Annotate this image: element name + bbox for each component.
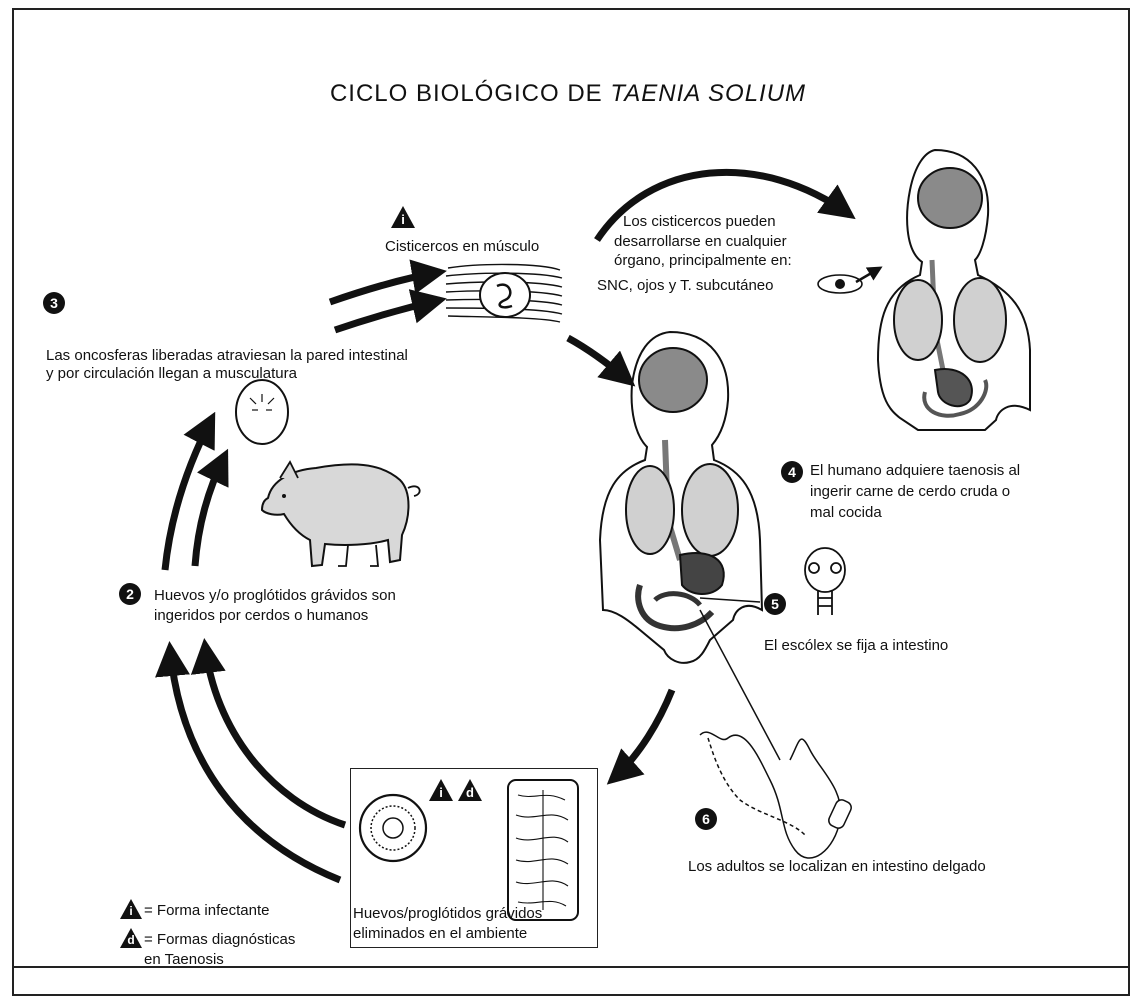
legend-infectant-letter: i xyxy=(119,904,143,918)
adult-tapeworm-icon xyxy=(700,732,853,858)
box-symbol-i: i xyxy=(428,785,454,800)
arrow-human-to-box xyxy=(612,690,672,780)
legend-infectant-symbol: i xyxy=(119,898,143,920)
step3-line1: Las oncosferas liberadas atraviesan la p… xyxy=(46,347,408,365)
step4-line1: El humano adquiere taenosis al xyxy=(810,462,1020,480)
step2-number: 2 xyxy=(119,583,141,605)
eggs-box-line2: eliminados en el ambiente xyxy=(353,925,527,943)
leader-to-adult xyxy=(700,610,780,760)
organs-note-line3: órgano, principalmente en: xyxy=(614,252,792,270)
step6-label: Los adultos se localizan en intestino de… xyxy=(688,858,986,876)
leader-to-scolex xyxy=(700,598,760,602)
eye-icon xyxy=(818,268,880,293)
scolex-icon xyxy=(805,548,845,615)
infectant-symbol-step1: i xyxy=(390,205,416,229)
box-symbol-d: d xyxy=(457,785,483,800)
step4-line2: ingerir carne de cerdo cruda o xyxy=(810,483,1010,501)
legend-diagnostic-line2: en Taenosis xyxy=(144,951,224,969)
eggs-box-line1: Huevos/proglótidos grávidos xyxy=(353,905,542,923)
step4-line3: mal cocida xyxy=(810,504,882,522)
infectant-symbol-box: i xyxy=(428,778,454,802)
step1-label: Cisticercos en músculo xyxy=(385,238,539,256)
step5-label: El escólex se fija a intestino xyxy=(764,637,948,655)
step5-number: 5 xyxy=(764,593,786,615)
organs-note-line2: desarrollarse en cualquier xyxy=(614,233,787,251)
diagnostic-symbol-box: d xyxy=(457,778,483,802)
arrow-to-muscle-bottom xyxy=(335,300,440,330)
organs-note-line4: SNC, ojos y T. subcutáneo xyxy=(597,277,773,295)
step3-number: 3 xyxy=(43,292,65,314)
organs-note-line1: Los cisticercos pueden xyxy=(623,213,776,231)
pig-illustration xyxy=(262,462,420,566)
legend-infectant-label: = Forma infectante xyxy=(144,902,269,920)
legend-diagnostic-symbol: d xyxy=(119,927,143,949)
arrow-to-muscle-top xyxy=(330,272,440,302)
legend-diagnostic-line1: = Formas diagnósticas xyxy=(144,931,295,949)
step2-line2: ingeridos por cerdos o humanos xyxy=(154,607,368,625)
human-organs-figure xyxy=(878,150,1030,430)
legend-diagnostic-letter: d xyxy=(119,933,143,947)
step6-number: 6 xyxy=(695,808,717,830)
muscle-cysticercus-icon xyxy=(446,264,562,322)
step4-number: 4 xyxy=(781,461,803,483)
infectant-symbol-letter: i xyxy=(390,212,416,227)
arrow-up-left-2 xyxy=(195,455,225,566)
step3-line2: y por circulación llegan a musculatura xyxy=(46,365,297,383)
oncosphere-icon xyxy=(236,380,288,444)
arrow-up-left-1 xyxy=(165,418,212,570)
step2-line1: Huevos y/o proglótidos grávidos son xyxy=(154,587,396,605)
arrow-muscle-to-human xyxy=(568,338,630,382)
